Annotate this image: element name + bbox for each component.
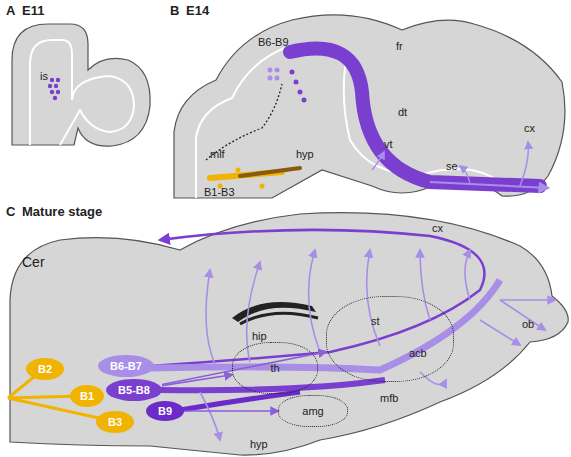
node-text: B3 [108,416,122,429]
node-text: amg [302,405,323,418]
panel-label: A [6,4,15,17]
nucleus-oval: B9 [146,401,184,421]
embryo-e14 [174,15,565,198]
panel-label: C [6,205,15,218]
brain-region: th [232,342,318,394]
region-label: B1-B3 [204,186,235,199]
panel-label: E14 [186,4,209,17]
node-text: B9 [158,405,172,418]
region-label: mfb [380,392,398,405]
panel-label: B [170,4,179,17]
region-label: fr [396,40,403,53]
nucleus-oval: B2 [26,358,64,380]
panel-label: E11 [22,4,44,17]
node-text: B2 [38,363,52,376]
region-label: vt [384,138,393,151]
region-label: hyp [296,148,314,161]
projection-arrow [184,410,278,412]
region-label: ob [522,318,534,331]
projection-arrow [162,352,326,385]
embryo-e11 [12,24,150,146]
region-label: hip [252,330,267,343]
region-label: dt [398,106,407,119]
panel-label: Mature stage [22,205,102,218]
region-label: is [40,70,48,83]
brain-region: st acb [326,296,454,382]
region-label: se [446,160,458,173]
region-label: hyp [250,438,268,451]
node-text: B1 [80,390,94,403]
node-text: B5-B8 [118,384,150,397]
region-label: Cer [22,256,45,269]
node-text: B6-B7 [110,360,142,373]
node-text: th [270,362,279,375]
region-label: mlf [210,148,225,161]
brain-region: amg [278,395,348,427]
nucleus-oval: B6-B7 [98,355,154,377]
region-label: B6-B9 [258,36,289,49]
node-text: st [371,315,380,328]
projection-arrow [162,375,232,386]
node-text: acb [409,347,427,360]
region-label: cx [524,122,535,135]
region-label: cx [432,222,443,235]
nucleus-oval: B1 [70,385,104,407]
nucleus-oval: B5-B8 [106,379,162,401]
nucleus-oval: B3 [96,411,134,433]
mature-brain [8,213,568,455]
